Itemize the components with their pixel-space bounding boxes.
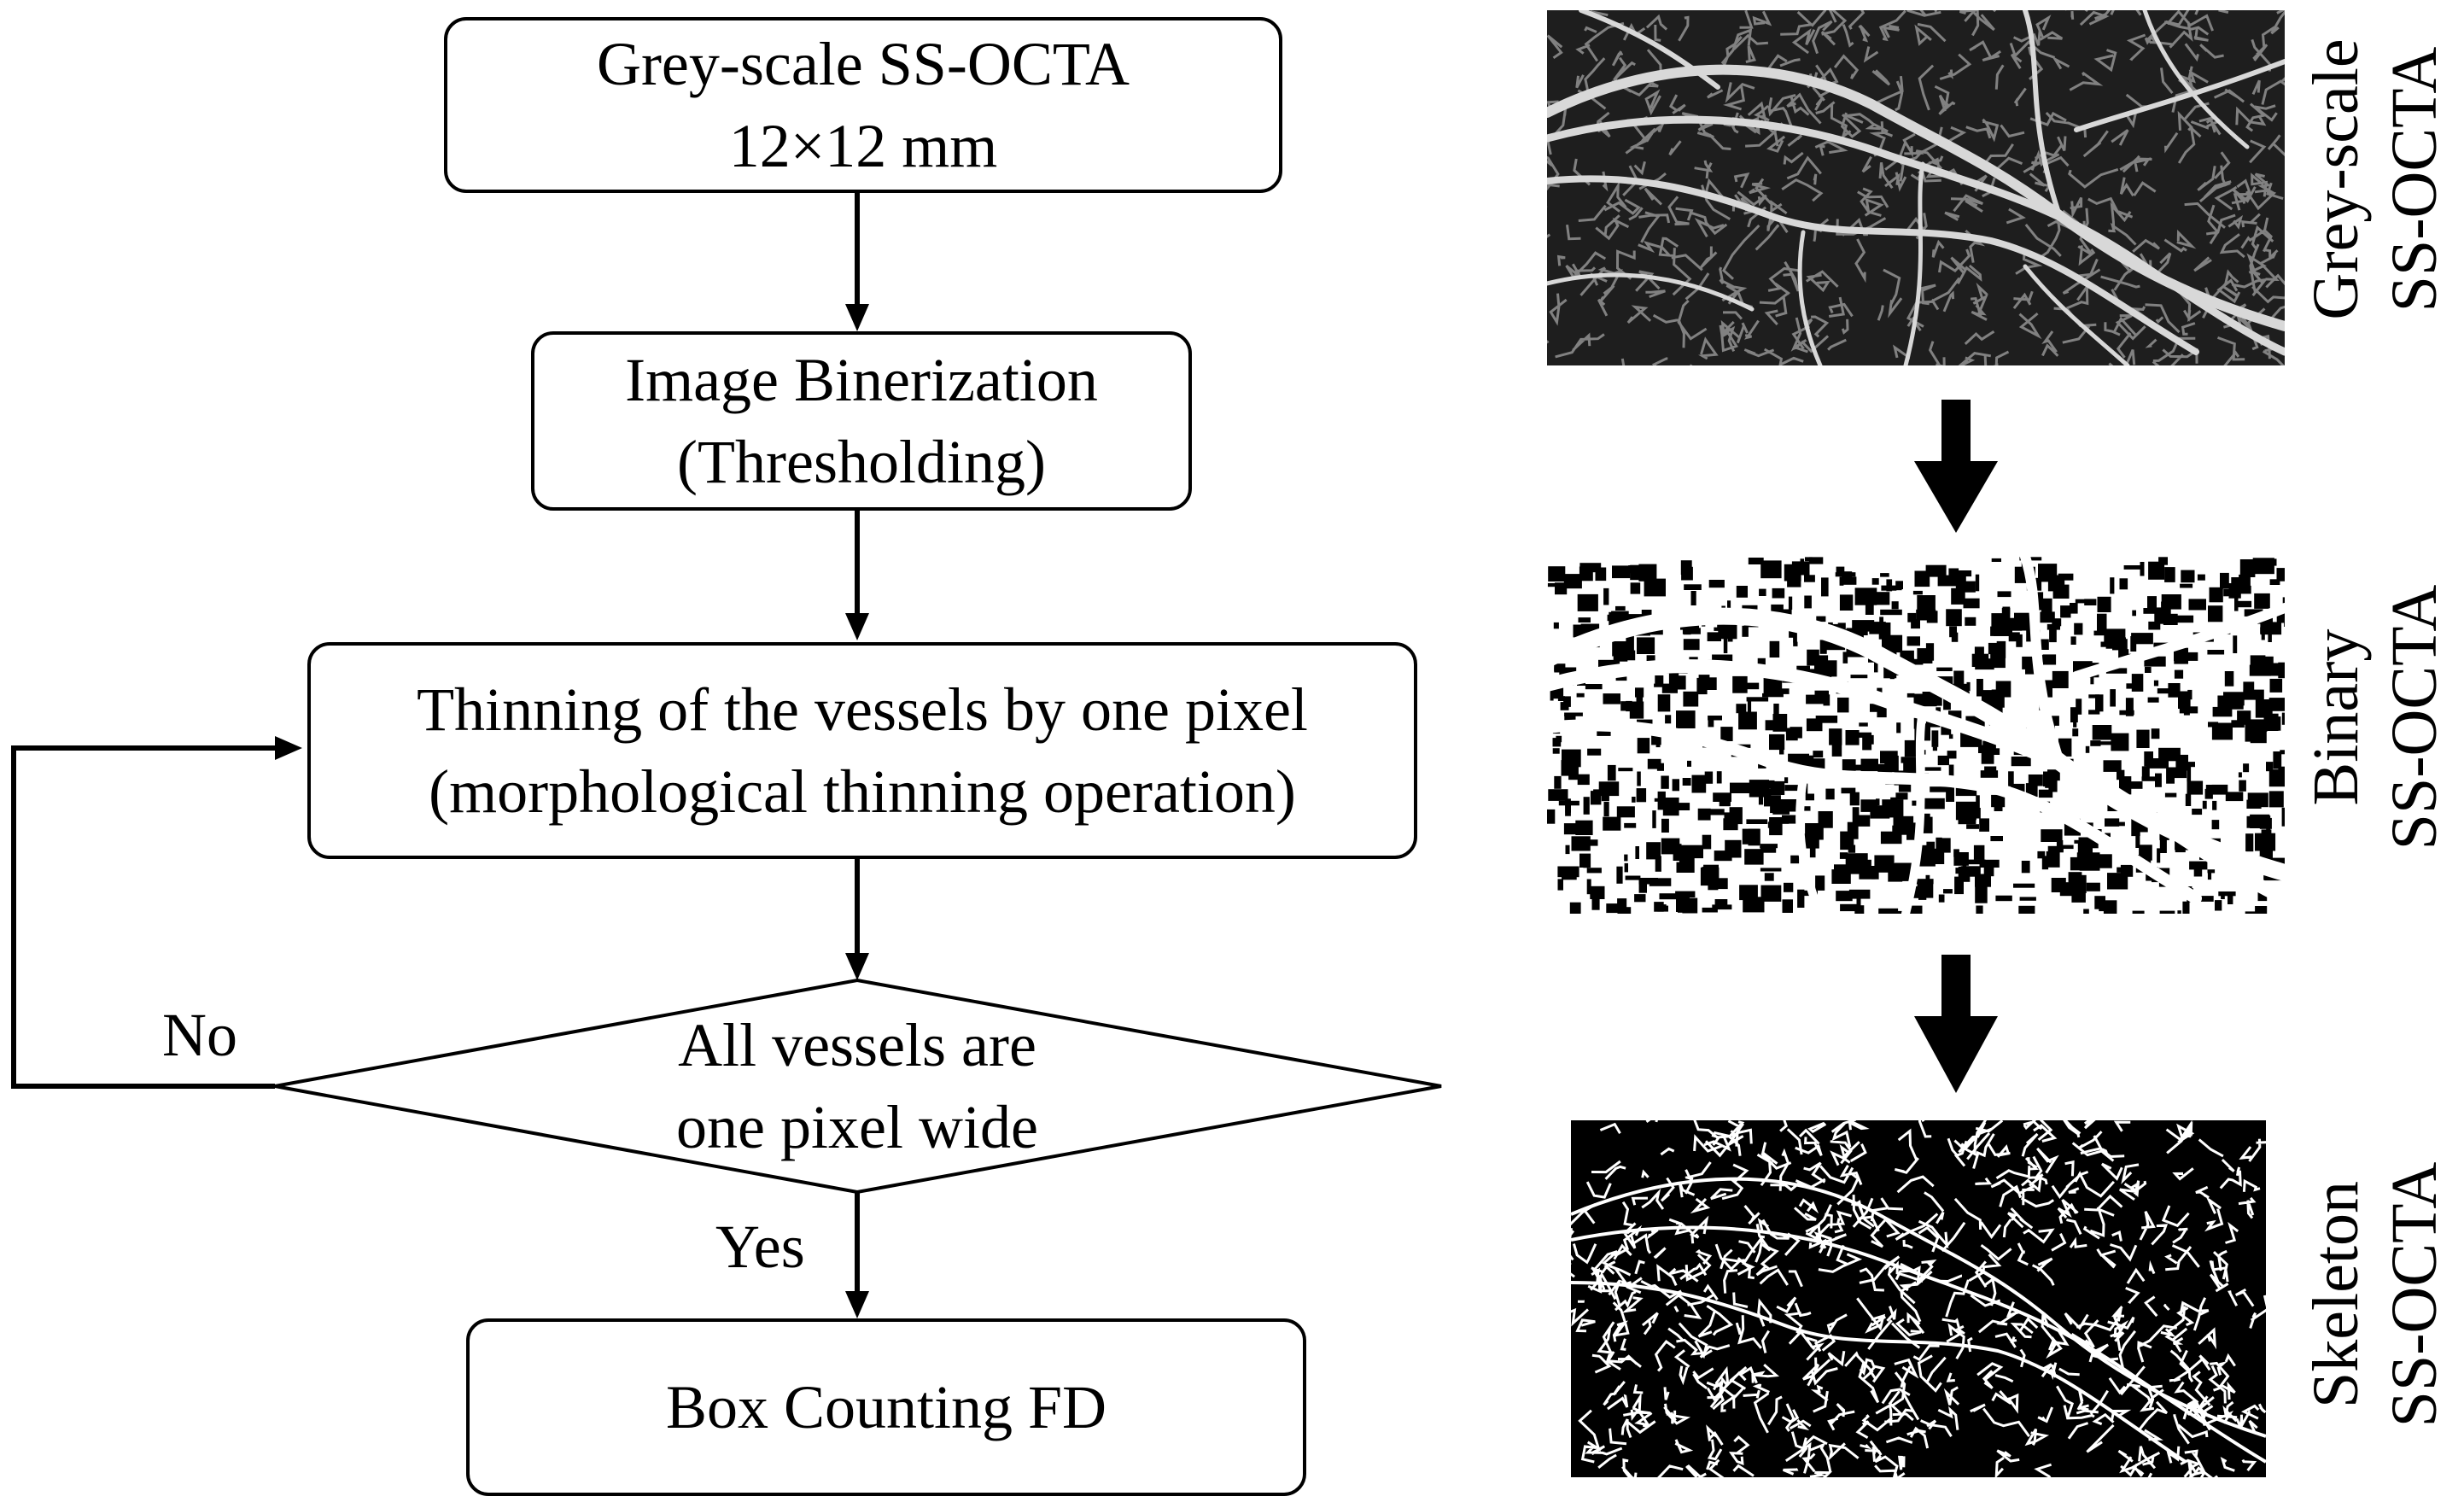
grey-scale-label-line1: Grey-scale [2300,38,2372,320]
step4-line1: Box Counting FD [665,1373,1107,1441]
arrow-no-loop [11,736,302,1089]
step-thinning-box: Thinning of the vessels by one pixel (mo… [307,642,1417,859]
arrow-grey-to-binary [1914,400,1998,533]
step3-line2: (morphological thinning operation) [429,757,1296,826]
grey-scale-label-line2: SS-OCTA [2379,46,2450,313]
step1-line2: 12×12 mm [728,112,998,180]
skeleton-panel-label: Skeleton SS-OCTA [2297,1132,2454,1457]
arrow-binary-to-skeleton [1914,955,1998,1093]
binary-panel-label: Binary SS-OCTA [2297,555,2454,880]
skeleton-octa-image [1571,1120,2266,1477]
arrow-step1-to-step2 [845,193,869,331]
skeleton-label-line1: Skeleton [2300,1181,2372,1408]
step-grey-scale-box: Grey-scale SS-OCTA 12×12 mm [444,17,1282,193]
step1-line1: Grey-scale SS-OCTA [596,30,1130,98]
yes-label: Yes [715,1213,805,1281]
step3-line1: Thinning of the vessels by one pixel [417,675,1308,744]
decision-line1: All vessels are [678,1011,1036,1079]
grey-scale-panel-label: Grey-scale SS-OCTA [2297,17,2454,342]
step-binarization-box: Image Binerization (Thresholding) [531,331,1192,511]
binary-label-line2: SS-OCTA [2379,584,2450,850]
binary-octa-image [1547,557,2285,914]
step-box-counting-box: Box Counting FD [466,1318,1306,1496]
decision-line2: one pixel wide [676,1093,1038,1161]
arrow-step3-to-decision [845,859,869,980]
arrow-decision-to-step4 [845,1192,869,1318]
decision-text: All vessels are one pixel wide [512,1004,1202,1168]
binary-label-line1: Binary [2300,628,2372,806]
step2-line1: Image Binerization [625,346,1098,414]
no-label: No [162,1001,237,1069]
step2-line2: (Thresholding) [677,428,1046,496]
arrow-step2-to-step3 [845,511,869,640]
skeleton-label-line2: SS-OCTA [2379,1161,2450,1428]
grey-scale-octa-image [1547,10,2285,365]
